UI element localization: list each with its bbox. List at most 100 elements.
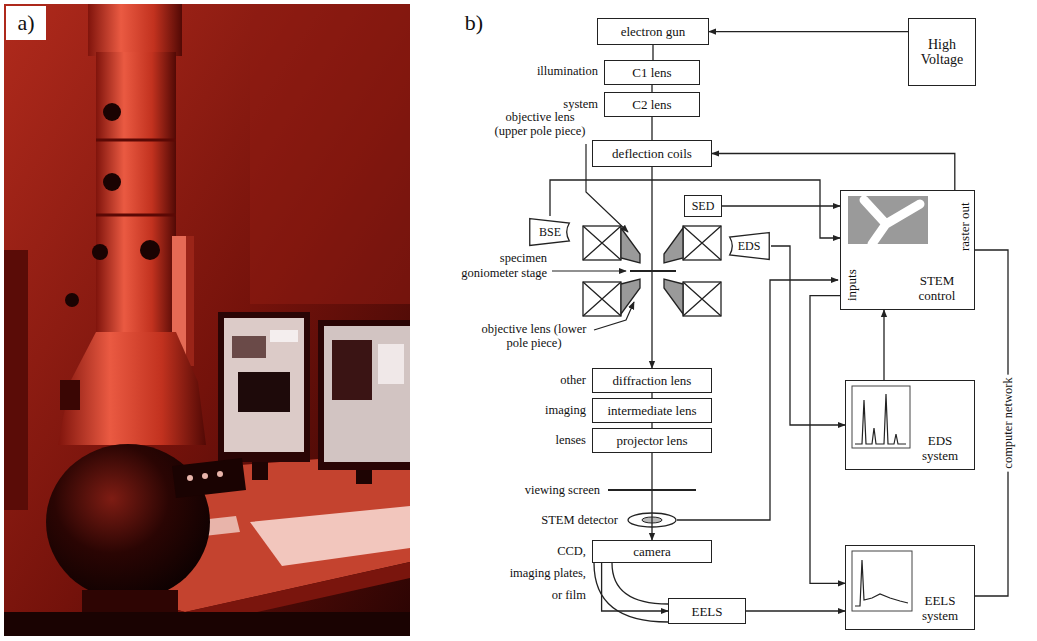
- column-knob: [103, 103, 121, 121]
- connector: [550, 180, 840, 238]
- box-label: STEM control: [906, 273, 968, 303]
- connector: [651, 453, 652, 540]
- side-tube-shade: [186, 236, 194, 366]
- spectrometer-box: EELS: [668, 598, 746, 624]
- screen-window: [232, 336, 266, 358]
- pole-piece: [621, 228, 640, 263]
- column-ring: [96, 214, 176, 217]
- connector: [651, 117, 652, 140]
- screen-window: [238, 372, 290, 412]
- eels-spectrum-frame: [852, 551, 912, 611]
- column-knob: [140, 240, 160, 260]
- eds-detector: EDS: [727, 230, 771, 262]
- panel-letter: b): [456, 6, 492, 40]
- output-label: raster out: [957, 202, 972, 251]
- detector-outline-path: [730, 233, 770, 260]
- specimen-chamber: [58, 332, 206, 445]
- connector: [771, 246, 845, 425]
- monitor-screen: [224, 318, 304, 452]
- panel-letter: a): [6, 6, 46, 40]
- lens-winding-cross: [583, 282, 621, 316]
- part-label: or film: [500, 588, 586, 602]
- keyboard: [250, 506, 410, 566]
- monitor-screen: [324, 326, 410, 462]
- box-label: C1 lens: [632, 65, 671, 80]
- connector: [883, 310, 884, 380]
- electron-gun-box: electron gun: [597, 18, 709, 45]
- control-panel: [172, 458, 246, 498]
- screen-window: [270, 330, 298, 342]
- lens-winding: [583, 226, 621, 260]
- eds-spectrum: [855, 394, 906, 444]
- box-label: BSE: [539, 225, 561, 240]
- wall-cabinet: [4, 250, 28, 510]
- box-label: projector lens: [616, 433, 687, 448]
- part-label: objective lens (lower pole piece): [478, 322, 590, 350]
- eels-spectrum: [855, 560, 908, 606]
- part-label: objective lens (upper pole piece): [488, 110, 592, 138]
- screen-window: [378, 344, 404, 384]
- condenser-lens-box: C1 lens: [604, 60, 700, 85]
- eds-system-box: EDS system: [845, 380, 975, 470]
- group-label: imaging: [510, 403, 586, 417]
- group-label: lenses: [510, 433, 586, 447]
- eels-system-box: EELS system: [845, 545, 975, 630]
- connector-label: computer network: [1001, 374, 1015, 471]
- monitor: [318, 320, 410, 470]
- column-ring: [96, 139, 176, 142]
- group-label: system: [510, 97, 598, 111]
- part-label: CCD,: [500, 544, 586, 558]
- connector: [709, 31, 908, 32]
- connector: [651, 167, 652, 368]
- detector-box: SED: [684, 195, 722, 217]
- screen-window: [332, 340, 372, 400]
- box-label: EELS system: [912, 593, 968, 623]
- floor: [4, 612, 410, 636]
- wall-panel: [250, 4, 410, 304]
- microscope-photo: [4, 4, 410, 636]
- column-knob: [92, 244, 108, 260]
- panel-button: [217, 471, 223, 477]
- box-label: EELS: [691, 604, 722, 619]
- column-knob: [65, 293, 79, 307]
- lens-box: diffraction lens: [592, 368, 712, 393]
- panel-button: [202, 473, 208, 479]
- monitor: [218, 312, 310, 462]
- box-label: EDS system: [912, 433, 968, 463]
- power-supply-box: High Voltage: [908, 18, 976, 86]
- part-label: STEM detector: [450, 513, 618, 527]
- connector: [746, 610, 845, 611]
- group-label: other: [530, 373, 586, 387]
- connector: [712, 154, 955, 191]
- control-unit-box: inputs raster outSTEM control: [840, 190, 975, 310]
- part-label: goniometer stage: [425, 266, 547, 280]
- leader-line: [594, 302, 634, 330]
- stem-image-feature: [864, 200, 920, 244]
- input-label: inputs: [844, 269, 859, 301]
- column-top: [88, 4, 182, 56]
- eds-spectrum-frame: [852, 386, 910, 448]
- column-knob: [103, 173, 121, 191]
- box-label: High Voltage: [913, 37, 971, 67]
- box-label: camera: [633, 544, 671, 559]
- leader-line: [552, 270, 626, 271]
- connector: [602, 563, 668, 611]
- part-label: specimen: [455, 251, 547, 265]
- monitor-stand: [252, 462, 268, 480]
- lens-box: projector lens: [592, 428, 712, 453]
- lens-winding-cross: [683, 282, 721, 316]
- part-label: viewing screen: [460, 483, 600, 497]
- spectrometer-magnet: [594, 563, 668, 622]
- specimen-symbol: [630, 270, 676, 272]
- lens-winding-cross: [683, 226, 721, 260]
- connector: [651, 85, 652, 92]
- box-label: intermediate lens: [607, 403, 696, 418]
- photo-background: [4, 4, 410, 636]
- pole-piece: [664, 228, 683, 263]
- camera-box: camera: [592, 540, 712, 563]
- connector: [722, 205, 840, 206]
- condenser-lens-box: C2 lens: [604, 92, 700, 117]
- lens-winding-cross: [583, 226, 621, 260]
- part-label: imaging plates,: [470, 566, 586, 580]
- box-label: deflection coils: [612, 146, 692, 161]
